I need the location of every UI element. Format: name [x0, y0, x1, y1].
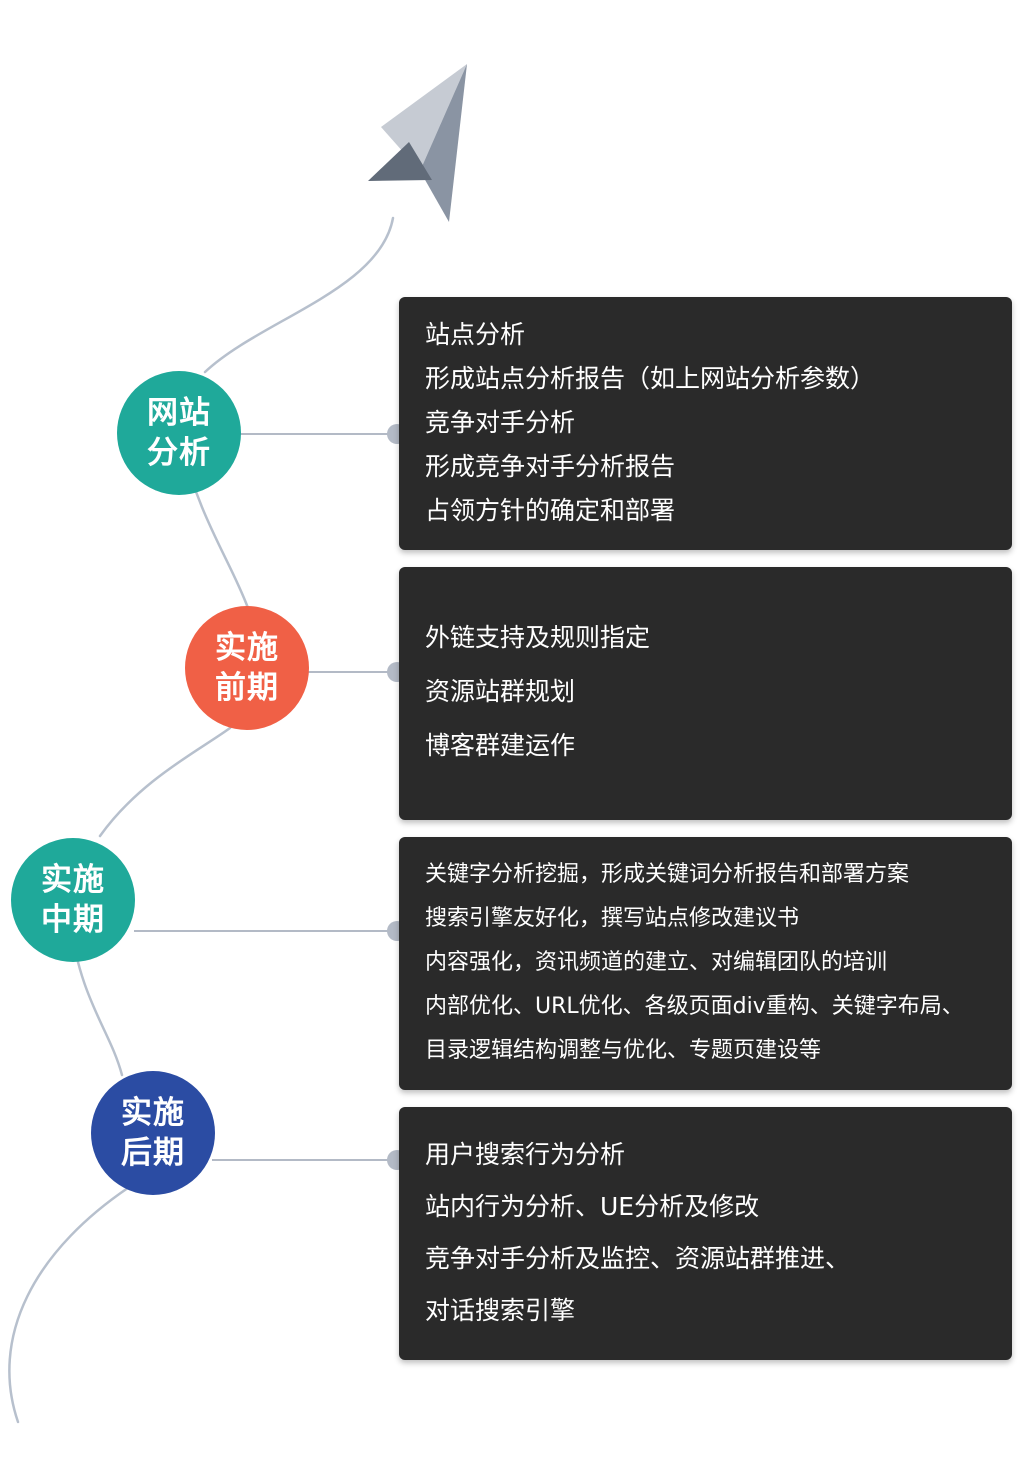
task-list: 外链支持及规则指定 资源站群规划 博客群建运作	[425, 611, 1012, 773]
task-item: 对话搜索引擎	[425, 1296, 576, 1325]
phase-title-line1: 实施	[41, 862, 105, 898]
phase-title-line2: 分析	[147, 435, 211, 471]
plane-tail-fold	[368, 142, 432, 181]
phase-circle-website-analysis: 网站 分析	[117, 371, 241, 495]
task-item: 形成站点分析报告（如上网站分析参数）	[425, 364, 876, 393]
plane-left-wing	[381, 64, 467, 171]
task-item: 竞争对手分析及监控、资源站群推进、	[425, 1244, 851, 1273]
task-item: 目录逻辑结构调整与优化、专题页建设等	[425, 1038, 822, 1063]
task-list: 关键字分析挖掘，形成关键词分析报告和部署方案 搜索引擎友好化，撰写站点修改建议书…	[425, 853, 1012, 1073]
phase-circle-late-implementation: 实施 后期	[91, 1071, 215, 1195]
phase-title-line2: 前期	[215, 670, 279, 706]
connectors	[134, 424, 407, 1170]
phase-title-line2: 中期	[41, 902, 105, 938]
task-item: 占领方针的确定和部署	[425, 496, 676, 525]
task-item: 外链支持及规则指定	[425, 623, 651, 652]
task-list: 用户搜索行为分析 站内行为分析、UE分析及修改 竞争对手分析及监控、资源站群推进…	[425, 1129, 1012, 1337]
task-item: 搜索引擎友好化，撰写站点修改建议书	[425, 906, 800, 931]
task-card-website-analysis: 站点分析 形成站点分析报告（如上网站分析参数） 竞争对手分析 形成竞争对手分析报…	[399, 297, 1012, 550]
paper-plane-icon	[368, 64, 467, 222]
task-item: 博客群建运作	[425, 731, 576, 760]
task-item: 内容强化，资讯频道的建立、对编辑团队的培训	[425, 950, 888, 975]
task-item: 用户搜索行为分析	[425, 1140, 626, 1169]
task-item: 竞争对手分析	[425, 408, 576, 437]
phase-circle-early-implementation: 实施 前期	[185, 606, 309, 730]
task-card-mid-implementation: 关键字分析挖掘，形成关键词分析报告和部署方案 搜索引擎友好化，撰写站点修改建议书…	[399, 837, 1012, 1090]
task-item: 资源站群规划	[425, 677, 576, 706]
phase-title-line1: 网站	[147, 395, 211, 431]
task-item: 关键字分析挖掘，形成关键词分析报告和部署方案	[425, 862, 910, 887]
task-item: 形成竞争对手分析报告	[425, 452, 676, 481]
task-item: 站点分析	[425, 320, 526, 349]
flow-path	[8, 216, 395, 1424]
task-card-late-implementation: 用户搜索行为分析 站内行为分析、UE分析及修改 竞争对手分析及监控、资源站群推进…	[399, 1107, 1012, 1360]
phase-title-line1: 实施	[121, 1095, 185, 1131]
phase-title-line1: 实施	[215, 630, 279, 666]
task-item: 站内行为分析、UE分析及修改	[425, 1192, 760, 1221]
task-list: 站点分析 形成站点分析报告（如上网站分析参数） 竞争对手分析 形成竞争对手分析报…	[425, 313, 1012, 533]
phase-title-line2: 后期	[121, 1135, 185, 1171]
plane-body	[420, 64, 467, 222]
task-item: 内部优化、URL优化、各级页面div重构、关键字布局、	[425, 994, 964, 1019]
phase-circle-mid-implementation: 实施 中期	[11, 838, 135, 962]
task-card-early-implementation: 外链支持及规则指定 资源站群规划 博客群建运作	[399, 567, 1012, 820]
